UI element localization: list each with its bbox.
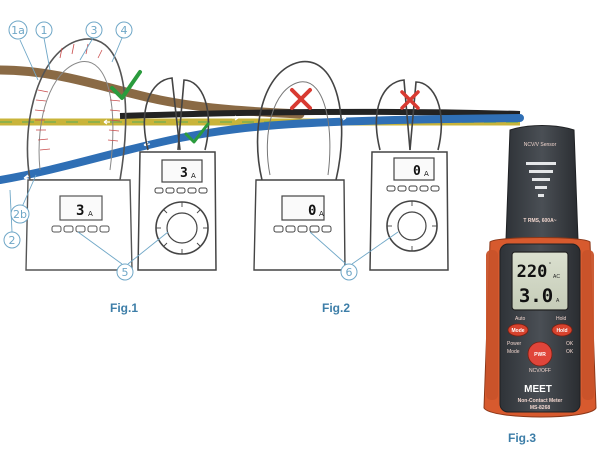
lcd-current-unit: A — [556, 298, 560, 304]
cross-icon — [290, 88, 312, 110]
lcd-voltage-degree: ° — [549, 262, 551, 268]
ncv-sensor-icon — [526, 162, 556, 197]
side-label-right-2: OK — [566, 349, 574, 355]
mode-button[interactable]: Mode — [507, 323, 529, 337]
svg-text:5: 5 — [122, 266, 129, 279]
callout-1: 1 — [35, 21, 53, 39]
fig1-unit-a: A — [88, 210, 93, 218]
fig1-reading-a: 3 — [76, 203, 84, 219]
callout-2b: 2b — [10, 204, 30, 224]
fig3-label: Fig.3 — [508, 431, 536, 445]
dark-wire — [119, 108, 521, 119]
callout-4: 4 — [115, 21, 133, 39]
lcd-voltage-unit: AC — [553, 274, 560, 280]
cross-icon-b — [400, 90, 420, 110]
model-number: MS-8268 — [530, 405, 551, 411]
svg-text:2: 2 — [9, 234, 16, 247]
callout-5: 5 — [116, 263, 134, 281]
side-label-left-1: Power — [507, 341, 522, 347]
check-icon — [110, 70, 142, 100]
callout-3: 3 — [85, 21, 103, 39]
non-contact-meter: NCV/V Sensor T RMS, 600A~ 220 ° AC 3.0 A… — [483, 125, 597, 418]
callout-leaders — [9, 37, 399, 265]
hold-button[interactable]: Hold — [551, 323, 573, 337]
rating-label: T RMS, 600A~ — [523, 218, 556, 224]
fig1-label: Fig.1 — [110, 301, 138, 315]
check-icon-b — [184, 122, 210, 144]
fig1-unit-b: A — [191, 172, 196, 180]
fig2-unit-a: A — [319, 210, 324, 218]
power-button[interactable]: PWR — [527, 341, 553, 367]
svg-text:1a: 1a — [11, 24, 25, 37]
fig2-label: Fig.2 — [322, 301, 350, 315]
svg-text:4: 4 — [121, 24, 128, 37]
hold-small-label: Hold — [556, 316, 567, 322]
lcd-voltage: 220 — [517, 262, 548, 282]
side-label-right-1: OK — [566, 341, 574, 347]
svg-text:PWR: PWR — [534, 352, 546, 358]
callout-6: 6 — [340, 263, 358, 281]
pwr-sub-label: NCV/OFF — [529, 368, 551, 374]
svg-text:1: 1 — [41, 24, 48, 37]
fig2-reading-b: 0 — [413, 164, 421, 179]
svg-text:3: 3 — [91, 24, 98, 37]
fig2-unit-b: A — [424, 170, 429, 178]
svg-text:Mode: Mode — [511, 328, 524, 334]
svg-text:2b: 2b — [13, 208, 27, 221]
model-title: Non-Contact Meter — [518, 398, 563, 404]
blue-wire — [0, 114, 524, 184]
fig1-reading-b: 3 — [180, 166, 188, 181]
svg-text:Hold: Hold — [556, 328, 567, 334]
auto-label: Auto — [515, 316, 526, 322]
lcd-current: 3.0 — [519, 285, 553, 307]
callout-1a: 1a — [8, 20, 28, 40]
callout-2: 2 — [3, 231, 21, 249]
wire-bundle — [0, 65, 524, 184]
fig1-clamp-meter-a: 3 A — [25, 38, 133, 271]
fig2-clamp-meter-a: 0 A — [253, 61, 346, 271]
fig2-clamp-meter-b: 0 A — [369, 79, 449, 271]
brand-logo: MEET — [524, 384, 552, 395]
side-label-left-2: Mode — [507, 349, 520, 355]
sensor-label: NCV/V Sensor — [524, 142, 557, 148]
svg-text:6: 6 — [346, 266, 353, 279]
fig2-reading-a: 0 — [308, 203, 316, 219]
